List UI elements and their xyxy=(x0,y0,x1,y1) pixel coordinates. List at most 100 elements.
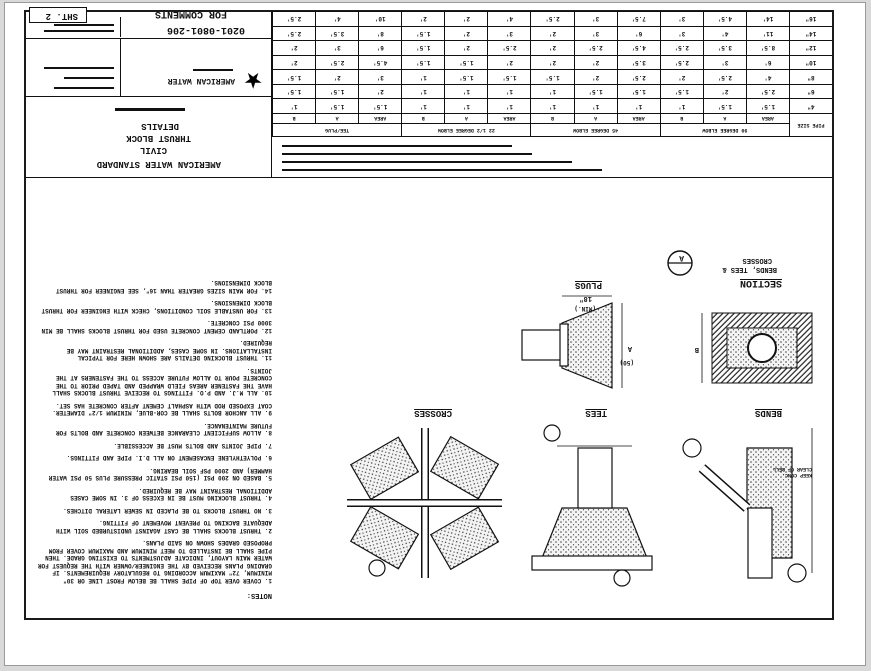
section-detail xyxy=(701,312,813,384)
table-cell: 1.5' xyxy=(616,83,660,99)
note-item: 11. THRUST BLOCKING DETAILS ARE SHOWN HE… xyxy=(66,339,272,362)
table-cell: 2' xyxy=(573,54,617,70)
table-cell: 1.5' xyxy=(487,69,531,84)
section-letter: A xyxy=(679,253,684,262)
table-cell: 1' xyxy=(401,69,445,84)
table-cell: 1' xyxy=(401,83,445,99)
title-line-2: CIVIL xyxy=(139,145,167,155)
dim-50: (50) xyxy=(619,359,634,366)
table-cell: 2' xyxy=(444,11,488,26)
table-subheader: B xyxy=(530,113,574,123)
table-subheader: AREA xyxy=(487,113,531,123)
table-cell: 1.5' xyxy=(444,54,488,70)
note-item: 5. BASED ON 200 PSI (150 PSI STATIC PRES… xyxy=(48,467,272,482)
table-cell: 8" xyxy=(788,69,832,84)
table-cell: 3.5' xyxy=(315,25,359,41)
table-cell: 1.5' xyxy=(659,83,703,99)
table-cell: 4.5' xyxy=(702,11,746,26)
table-cell: 1.5' xyxy=(745,98,789,113)
table-cell: 3' xyxy=(659,25,703,41)
table-subheader: A xyxy=(573,113,617,123)
table-cell: 1' xyxy=(530,83,574,99)
table-cell: 14' xyxy=(745,11,789,26)
table-cell: 1.5' xyxy=(573,83,617,99)
table-cell: 4.5' xyxy=(358,54,402,70)
table-cell: 1.5' xyxy=(315,83,359,99)
table-cell: 1' xyxy=(659,98,703,113)
note-item: 4. THRUST BLOCKING MUST BE IN EXCESS OF … xyxy=(70,487,272,502)
table-cell: 2' xyxy=(487,54,531,70)
table-cell: 1.5' xyxy=(401,54,445,70)
sheet-number-box: SHT. 2 xyxy=(29,7,87,23)
tees-detail xyxy=(531,424,653,587)
table-cell: 2.5' xyxy=(745,83,789,99)
table-cell: 2' xyxy=(444,40,488,55)
note-item: 2. THRUST BLOCKS SHALL BE CAST AGAINST U… xyxy=(55,519,272,535)
note-item: 12. PORTLAND CEMENT CONCRETE USED FOR TH… xyxy=(41,319,272,335)
table-header: TEE/PLUG xyxy=(272,123,402,137)
dim-min: (MIN.) xyxy=(574,305,596,312)
dim-18: 18" xyxy=(579,294,592,302)
table-cell: 1.5' xyxy=(444,69,488,84)
table-cell: 3' xyxy=(315,40,359,55)
table-cell: 2.5' xyxy=(272,11,316,26)
table-cell: 4" xyxy=(788,98,832,113)
table-cell: 1' xyxy=(487,83,531,99)
table-cell: 2' xyxy=(358,83,402,99)
table-cell: 6" xyxy=(788,83,832,99)
table-cell: 3' xyxy=(358,69,402,84)
table-cell: 2' xyxy=(315,69,359,84)
table-subheader: AREA xyxy=(358,113,402,123)
note-item: 1. COVER OVER TOP OF PIPE SHALL BE BELOW… xyxy=(37,539,272,585)
dim-a: A xyxy=(627,344,632,352)
section-marker xyxy=(667,250,693,276)
label-tees: TEES xyxy=(585,408,607,418)
table-cell: 3' xyxy=(487,25,531,41)
notes-heading: NOTES: xyxy=(246,591,272,599)
table-cell: 4' xyxy=(745,69,789,84)
table-cell: 2.5' xyxy=(659,54,703,70)
title-block-company: ★ AMERICAN WATER xyxy=(24,38,271,97)
table-cell: 8.5' xyxy=(745,40,789,55)
table-cell: 6' xyxy=(745,54,789,70)
table-cell: 16" xyxy=(788,11,832,26)
label-crosses: CROSSES xyxy=(414,408,452,418)
table-cell: 2.5' xyxy=(487,40,531,55)
table-cell: 2.5' xyxy=(315,54,359,70)
company-name: AMERICAN WATER xyxy=(167,76,235,85)
crosses-detail xyxy=(347,428,502,578)
table-cell: 2' xyxy=(401,11,445,26)
notes-section: NOTES: 1. COVER OVER TOP OF PIPE SHALL B… xyxy=(36,188,272,600)
table-cell: 3' xyxy=(659,11,703,26)
note-item: 13. FOR UNSTABLE SOIL CONDITIONS, CHECK … xyxy=(41,299,272,315)
table-subheader: A xyxy=(315,113,359,123)
table-cell: 1.5' xyxy=(315,98,359,113)
document-viewer: AMERICAN WATER STANDARD CIVIL THRUST BLO… xyxy=(4,2,866,666)
note-item: 14. FOR MAIN SIZES GREATER THAN 16", SEE… xyxy=(55,279,272,295)
title-line-3: THRUST BLOCK xyxy=(126,133,191,143)
title-subtext xyxy=(115,108,185,111)
section-subtitle-1: BENDS, TEES & xyxy=(722,265,777,273)
table-cell: 2.5' xyxy=(659,40,703,55)
keep-concrete-note: KEEP CONC. CLEAR OF BELL xyxy=(772,466,812,478)
table-cell: 3' xyxy=(702,54,746,70)
table-cell: 1' xyxy=(272,98,316,113)
table-header: PIPE SIZE xyxy=(788,113,832,137)
table-cell: 2' xyxy=(702,83,746,99)
sheet-number: SHT. 2 xyxy=(45,11,78,21)
bends-detail xyxy=(682,428,813,583)
table-cell: 1.5' xyxy=(702,98,746,113)
table-cell: 12" xyxy=(788,40,832,55)
table-cell: 1.5' xyxy=(272,83,316,99)
table-subheader: A xyxy=(444,113,488,123)
table-cell: 2.5' xyxy=(573,40,617,55)
table-cell: 4.5' xyxy=(616,40,660,55)
table-cell: 2.5' xyxy=(530,11,574,26)
table-cell: 3' xyxy=(573,11,617,26)
table-subheader: A xyxy=(702,113,746,123)
title-line-4: DETAILS xyxy=(141,121,179,131)
drawing-number: 0201-0801-206 xyxy=(166,24,245,35)
section-title: SECTION xyxy=(739,277,782,288)
table-cell: 14" xyxy=(788,25,832,41)
